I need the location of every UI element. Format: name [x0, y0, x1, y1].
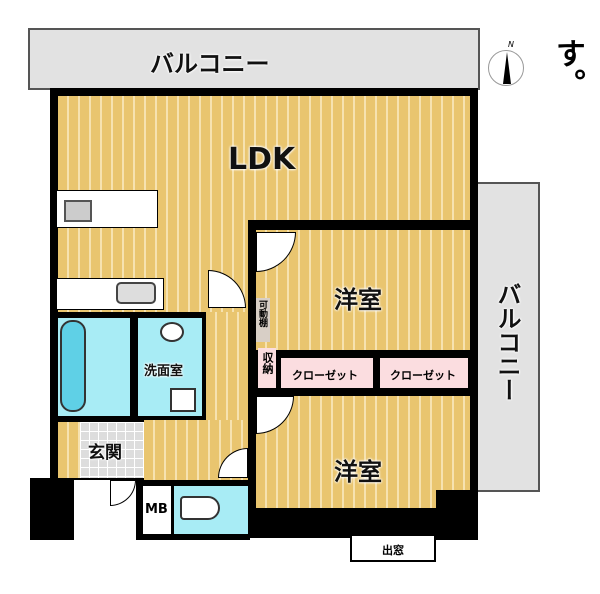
notice-text: ※図面と異なる場合は、現況を優先します。: [550, 38, 585, 98]
bay-window-label: 出窓: [382, 544, 404, 557]
compass-label: N: [508, 40, 514, 49]
storage: [258, 348, 276, 388]
pillar: [30, 478, 74, 540]
western-room-2-label: 洋室: [334, 458, 382, 486]
entrance-label: 玄関: [88, 443, 122, 463]
storage-label: 収納: [261, 352, 274, 374]
sink-icon: [116, 282, 156, 304]
stove-icon: [64, 200, 92, 222]
closet-2-label: クローゼット: [390, 369, 456, 382]
western-room-1-label: 洋室: [334, 286, 382, 314]
shoe-storage: [58, 422, 80, 478]
bathtub-icon: [60, 320, 86, 412]
pillar: [436, 490, 478, 540]
movable-shelf-label: 可動棚: [257, 300, 267, 327]
washroom-label: 洗面室: [144, 364, 184, 379]
movable-shelf: [256, 298, 270, 342]
ldk-label: LDK: [228, 142, 296, 177]
toilet-icon: [180, 496, 220, 520]
north-arrow-icon: [488, 50, 524, 86]
balcony-top-label: バルコニー: [150, 50, 270, 78]
washbasin-icon: [160, 322, 184, 342]
washing-machine-icon: [170, 388, 196, 412]
mb-label: MB: [145, 502, 168, 517]
balcony-right-label: バルコニー: [493, 282, 521, 402]
entrance-floor: [80, 422, 144, 478]
closet-1-label: クローゼット: [292, 369, 358, 382]
closet-2[interactable]: [380, 358, 468, 388]
bay-window: [350, 536, 436, 562]
mb: [143, 486, 171, 534]
western-room-2-floor: [256, 396, 470, 508]
closet-1[interactable]: [281, 358, 373, 388]
